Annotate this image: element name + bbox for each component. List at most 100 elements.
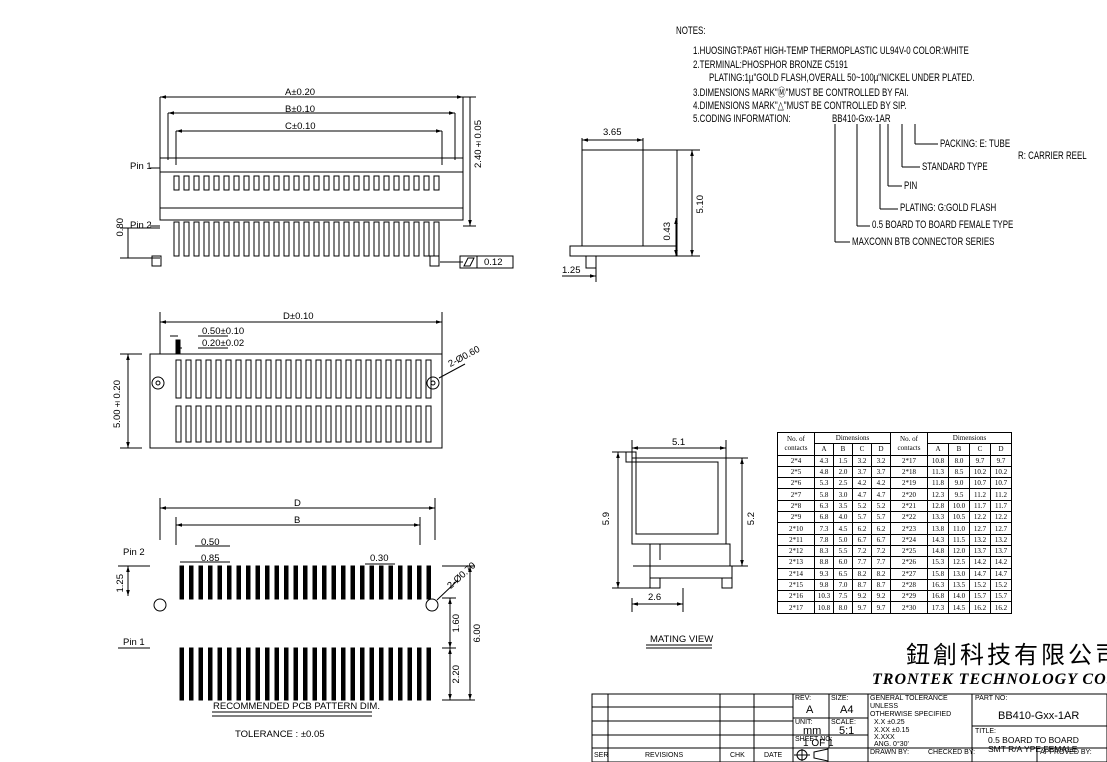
table-cell: 5.0: [833, 533, 853, 546]
pcb-tolerance: TOLERANCE : ±0.05: [235, 729, 325, 740]
header-dimensions-2: Dimensions: [927, 431, 1012, 445]
pcb-dim-160: 1.60: [451, 614, 462, 633]
pcb-dim-125: 1.25: [115, 574, 126, 593]
title-block: [591, 693, 1107, 762]
table-cell: 2*13: [777, 556, 815, 569]
table-cell: 16.8: [927, 590, 949, 603]
pcb-pad: [217, 647, 222, 701]
terminal-pin: [425, 405, 432, 443]
table-cell: 16.2: [969, 601, 991, 614]
table-cell: 2*8: [777, 499, 815, 513]
terminal-pin: [233, 175, 240, 191]
table-cell: 16.3: [927, 578, 949, 592]
table-cell: 9.7: [969, 454, 991, 467]
pcb-pad: [303, 565, 308, 600]
pcb-pad: [246, 647, 251, 701]
terminal-pin: [223, 175, 230, 191]
table-cell: 10.2: [969, 465, 991, 479]
table-cell: 2*10: [777, 522, 815, 535]
terminal-pin: [263, 175, 270, 191]
table-cell: 1.5: [833, 454, 853, 467]
terminal-pin: [305, 405, 312, 443]
pcb-pad: [322, 647, 327, 701]
dim-500: 5.00±0.20: [112, 380, 123, 428]
table-cell: 3.7: [871, 465, 891, 479]
part-number: BB410-Gxx-1AR: [998, 710, 1080, 722]
terminal-pin: [433, 175, 440, 191]
terminal-pin: [383, 175, 390, 191]
table-cell: 2*24: [890, 533, 928, 546]
terminal-pin: [335, 405, 342, 443]
table-cell: 5.5: [833, 544, 853, 558]
terminal-pin: [303, 221, 310, 257]
tol-otherwise: OTHERWISE SPECIFIED: [870, 711, 952, 718]
pcb-pad: [255, 647, 260, 701]
table-cell: 11.0: [948, 522, 970, 535]
scale-label: SCALE:: [831, 719, 856, 726]
note-line-2: 2.TERMINAL:PHOSPHOR BRONZE C5191: [693, 59, 848, 71]
table-cell: 15.8: [927, 567, 949, 580]
table-cell: 2*5: [777, 465, 815, 479]
terminal-pin: [235, 405, 242, 443]
terminal-pin: [323, 221, 330, 257]
terminal-pin: [363, 221, 370, 257]
table-cell: 7.7: [871, 556, 891, 569]
terminal-pin: [375, 405, 382, 443]
table-cell: 11.3: [927, 465, 949, 479]
pcb-pad: [265, 647, 270, 701]
terminal-pin: [323, 175, 330, 191]
pcb-caption: RECOMMENDED PCB PATTERN DIM.: [213, 701, 380, 712]
table-cell: 11.7: [969, 499, 991, 513]
pcb-pad: [379, 647, 384, 701]
terminal-pin: [345, 359, 352, 399]
table-cell: 8.0: [948, 454, 970, 467]
terminal-pin: [423, 175, 430, 191]
table-cell: 10.2: [990, 465, 1012, 479]
pcb-pad: [360, 565, 365, 600]
mate-dim-26: 2.6: [648, 592, 662, 603]
table-cell: 11.2: [969, 488, 991, 501]
pcb-pad: [208, 647, 213, 701]
table-cell: 3.0: [833, 488, 853, 501]
table-cell: 10.7: [969, 477, 991, 490]
terminal-pin: [265, 405, 272, 443]
pcb-dim-600: 6.00: [472, 624, 483, 643]
pcb-pad: [293, 647, 298, 701]
table-cell: 2*18: [890, 465, 928, 479]
terminal-pin: [403, 175, 410, 191]
table-cell: 2*16: [777, 590, 815, 603]
pcb-pad: [284, 647, 289, 701]
terminal-pin: [413, 175, 420, 191]
pcb-pad: [407, 565, 412, 600]
terminal-pin: [243, 221, 250, 257]
table-cell: 15.7: [969, 590, 991, 603]
bottom-view: [120, 312, 466, 449]
tol-xxx: X.XX ±0.15: [874, 727, 910, 734]
table-cell: 12.2: [990, 511, 1012, 524]
terminal-pin: [233, 221, 240, 257]
terminal-pin: [393, 175, 400, 191]
terminal-pin: [343, 175, 350, 191]
terminal-pin: [275, 359, 282, 399]
callout-plating: PLATING: G:GOLD FLASH: [900, 202, 997, 214]
table-cell: 6.3: [814, 499, 834, 513]
dim-365: 3.65: [603, 127, 622, 138]
callout-packing: PACKING: E: TUBE: [940, 138, 1011, 150]
table-cell: 4.5: [833, 522, 853, 535]
col-d: D: [871, 443, 891, 456]
terminal-pin: [275, 405, 282, 443]
table-cell: 14.0: [948, 590, 970, 603]
terminal-pin: [225, 359, 232, 399]
approved-label: APPROVED BY:: [1040, 749, 1092, 756]
terminal-pin: [313, 175, 320, 191]
table-cell: 13.3: [927, 511, 949, 524]
terminal-pin: [293, 175, 300, 191]
terminal-pin: [175, 405, 182, 443]
pcb-pad: [227, 647, 232, 701]
table-cell: 2.5: [833, 477, 853, 490]
table-cell: 9.2: [871, 590, 891, 603]
terminal-pin: [295, 405, 302, 443]
table-cell: 2*21: [890, 499, 928, 513]
